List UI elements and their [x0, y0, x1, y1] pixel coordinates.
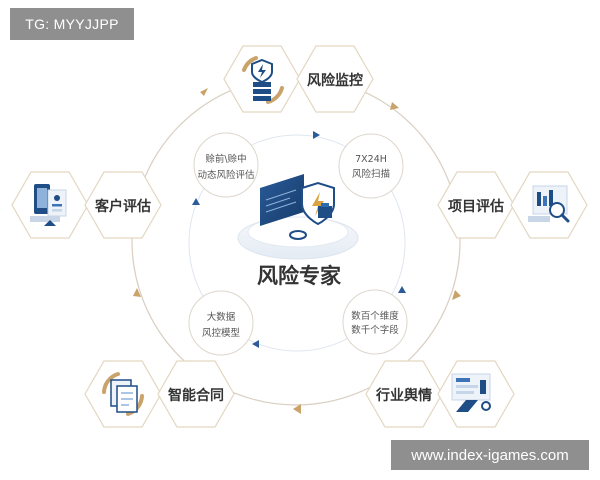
- outer-arrows: [133, 88, 461, 414]
- customer-phone-icon: [30, 184, 67, 226]
- monitor-screen-icon: [260, 174, 304, 226]
- dashboard-screen-icon: [451, 373, 491, 412]
- inner-eval-line1: 赊前\赊中: [205, 153, 246, 165]
- label-project-eval: 项目评估: [448, 198, 504, 215]
- inner-eval-line2: 动态风险评估: [197, 169, 255, 181]
- inner-scan-line2: 风险扫描: [352, 168, 391, 180]
- shield-stack-icon: [242, 56, 284, 104]
- inner-fields-line1: 数百个维度: [351, 310, 399, 322]
- hex-monitor-label-bg: [296, 45, 374, 113]
- inner-arrows: [192, 131, 406, 348]
- center-title: 风险专家: [257, 264, 342, 288]
- arrow-inner-1: [313, 131, 320, 139]
- node-customer-eval: 客户评估: [11, 171, 162, 239]
- hex-project-label-bg: [437, 171, 515, 239]
- label-industry-sentiment: 行业舆情: [375, 387, 432, 404]
- arrow-outer-5: [200, 88, 208, 96]
- arrow-outer-3: [293, 404, 301, 414]
- contract-documents-icon: [102, 372, 144, 416]
- inner-scan-line1: 7X24H: [355, 154, 387, 165]
- label-risk-monitor: 风险监控: [307, 72, 363, 89]
- watermark-url: www.index-igames.com: [391, 440, 589, 470]
- tg-tag: TG: MYYJJPP: [10, 8, 134, 40]
- arrow-outer-1: [390, 102, 399, 110]
- arrow-outer-2: [452, 290, 461, 300]
- node-smart-contract: 智能合同: [84, 360, 235, 428]
- document-magnifier-icon: [528, 185, 570, 223]
- inner-fields-line2: 数千个字段: [351, 324, 399, 336]
- inner-node-scan: 7X24H 风险扫描: [338, 133, 404, 199]
- label-customer-eval: 客户评估: [94, 198, 151, 215]
- node-risk-monitor: 风险监控: [223, 45, 374, 113]
- hex-industry-label-bg: [365, 360, 443, 428]
- inner-node-fields: 数百个维度 数千个字段: [342, 289, 408, 355]
- arrow-outer-4: [133, 288, 141, 297]
- arrow-inner-2: [398, 286, 406, 293]
- hex-customer-label-bg: [84, 171, 162, 239]
- inner-node-model: 大数据 风控模型: [188, 290, 254, 356]
- hex-contract-label-bg: [157, 360, 235, 428]
- node-project-eval: 项目评估: [437, 171, 588, 239]
- small-device-icon: [318, 203, 332, 218]
- node-industry-sentiment: 行业舆情: [365, 360, 515, 428]
- inner-model-line1: 大数据: [207, 311, 236, 323]
- arrow-inner-3: [252, 340, 259, 348]
- inner-node-eval: 赊前\赊中 动态风险评估: [193, 132, 259, 198]
- arrow-inner-4: [192, 198, 200, 205]
- inner-model-line2: 风控模型: [202, 327, 241, 339]
- center-group: 风险专家: [237, 174, 359, 288]
- label-smart-contract: 智能合同: [167, 387, 224, 404]
- center-ring-icon: [289, 230, 307, 240]
- inner-ring: [188, 134, 406, 352]
